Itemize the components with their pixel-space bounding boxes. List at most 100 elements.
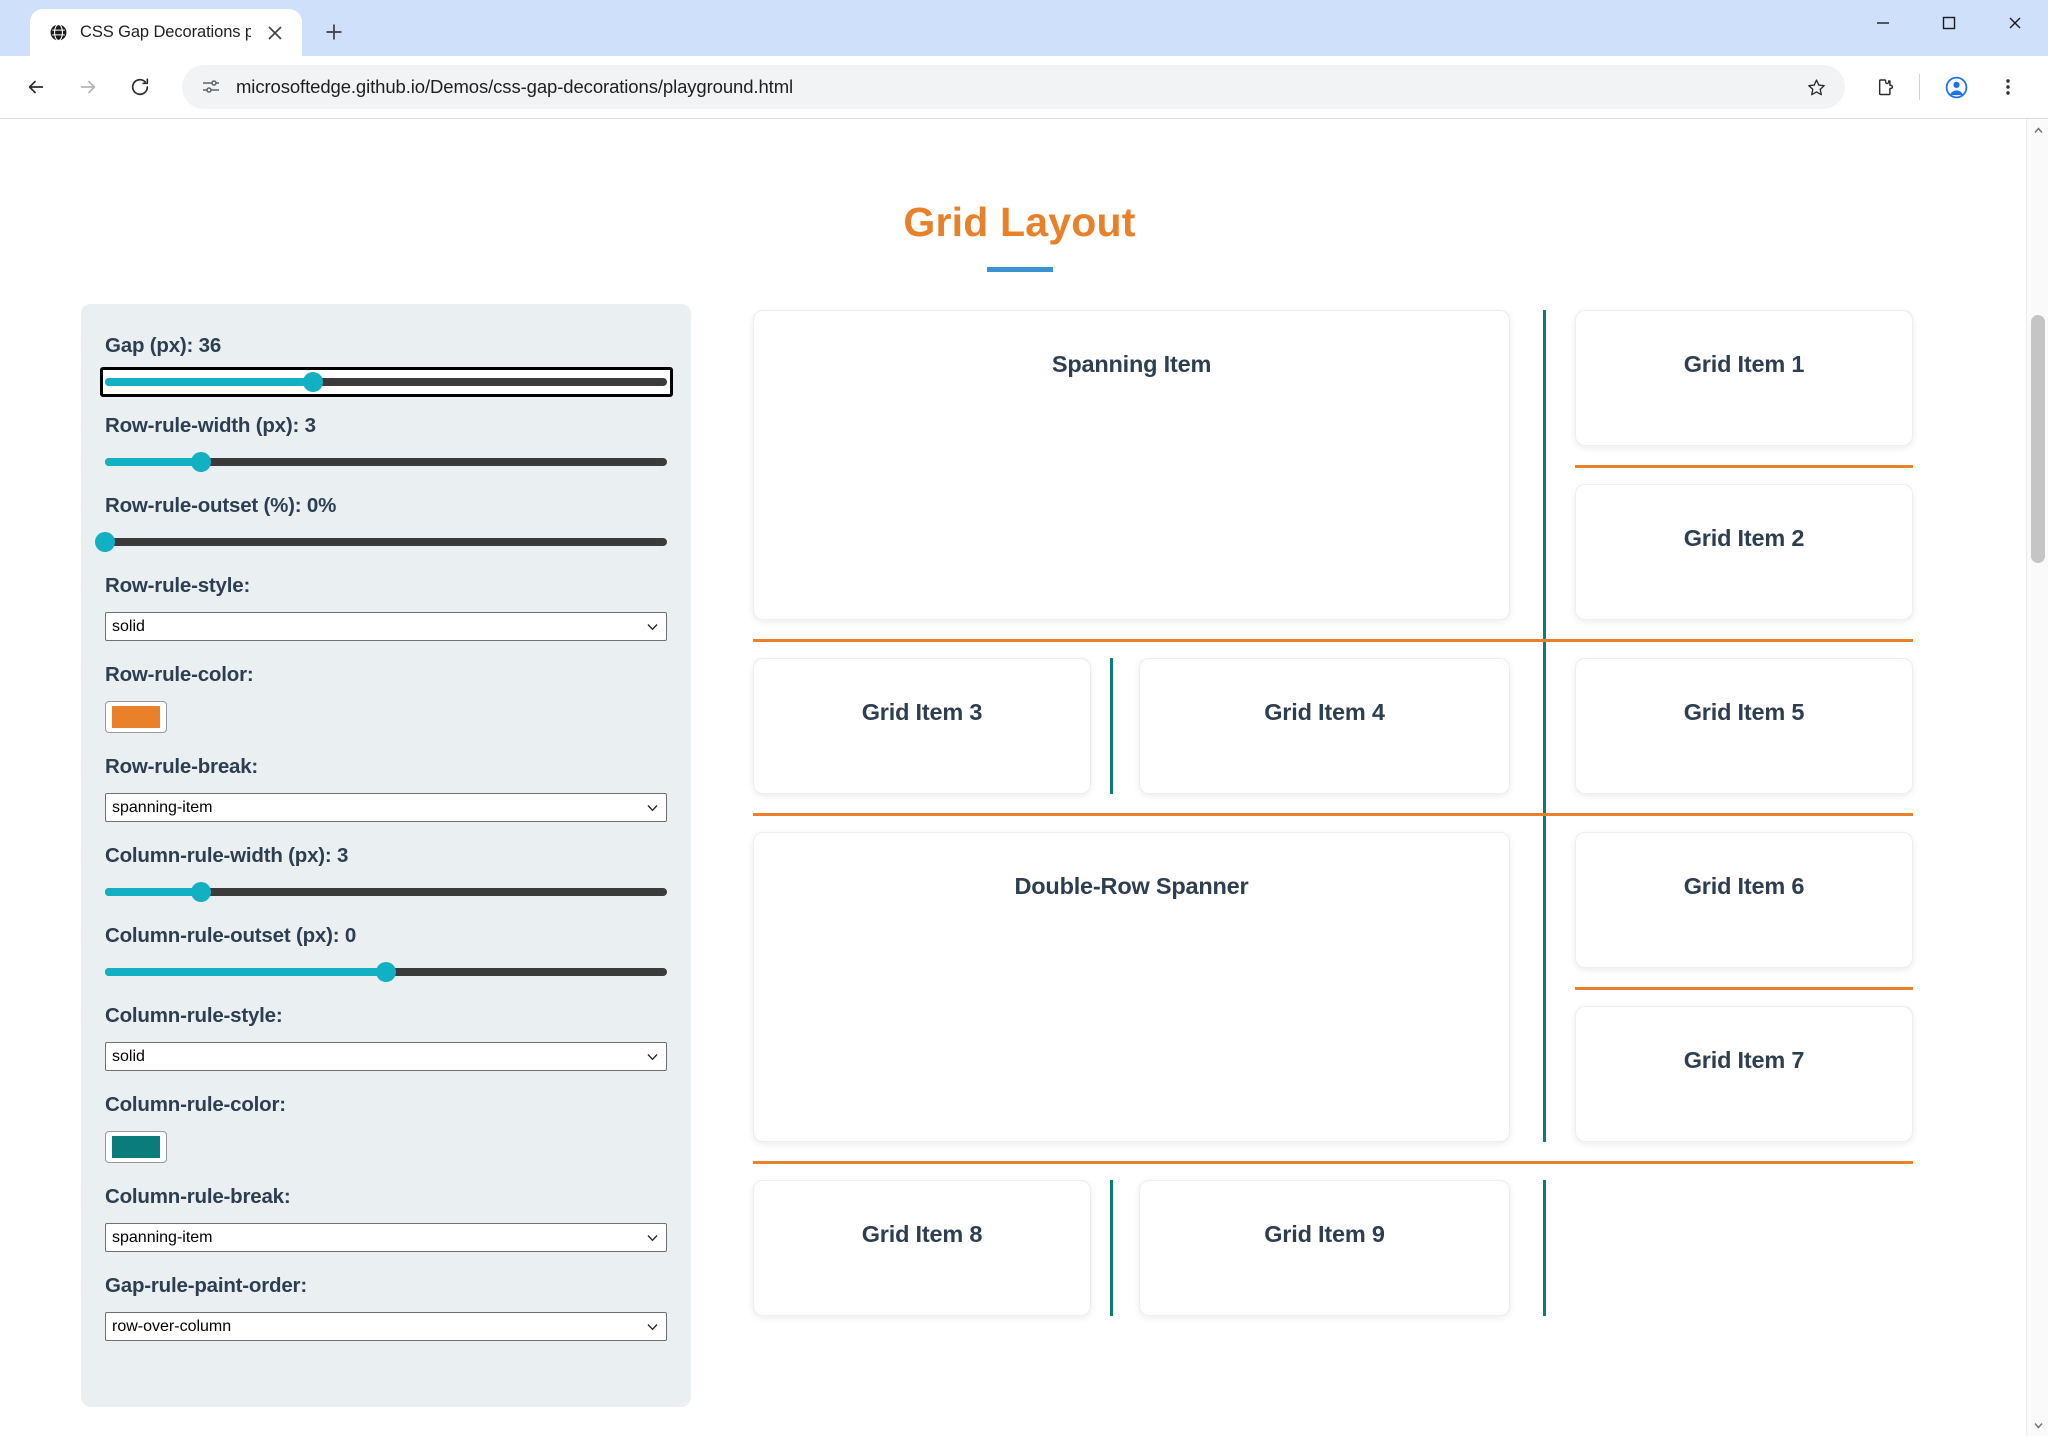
gap-slider-thumb[interactable] [302, 372, 323, 392]
page-viewport: Grid Layout Gap (px): 36 Row-rule-width (… [0, 118, 2048, 1436]
column-rule-color-swatch-fill [112, 1136, 160, 1158]
close-icon[interactable] [262, 20, 288, 46]
column-rule [1110, 658, 1113, 794]
row-rule-color-swatch[interactable] [105, 701, 167, 733]
grid-item-7: Grid Item 7 [1575, 1006, 1913, 1142]
forward-arrow-icon[interactable] [64, 63, 112, 111]
back-arrow-icon[interactable] [12, 63, 60, 111]
gap-rule-paint-order-select[interactable]: row-over-column [105, 1312, 667, 1341]
row-rule-width-label: Row-rule-width (px): 3 [105, 414, 316, 437]
chevron-up-icon[interactable] [2027, 119, 2048, 141]
toolbar-right-actions [1859, 63, 2032, 111]
row-rule-style-select-value: solid [112, 617, 145, 635]
column-rule-outset-slider-track[interactable] [105, 962, 667, 982]
row-rule-width-slider-fill [105, 458, 201, 466]
column-rule [1110, 1180, 1113, 1316]
column-rule-color-swatch[interactable] [105, 1131, 167, 1163]
control-row-rule-break: Row-rule-break: spanning-item [105, 755, 667, 822]
row-rule-width-slider-track[interactable] [105, 452, 667, 472]
toolbar-divider [1919, 74, 1920, 100]
column-rule-style-label: Column-rule-style: [105, 1004, 283, 1027]
column-rule-break-select[interactable]: spanning-item [105, 1223, 667, 1252]
column-rule-outset-slider-fill [105, 968, 386, 976]
control-row-rule-width: Row-rule-width (px): 3 [105, 414, 667, 472]
three-dot-menu-icon[interactable] [1984, 63, 2032, 111]
column-rule-outset-slider[interactable] [105, 962, 667, 982]
row-rule-break-select-value: spanning-item [112, 798, 213, 816]
row-rule-width-slider-thumb[interactable] [190, 452, 211, 472]
row-rule-width-slider[interactable] [105, 452, 667, 472]
row-rule-break-select[interactable]: spanning-item [105, 793, 667, 822]
column-rule-width-slider-fill [105, 888, 201, 896]
column-rule-color-label: Column-rule-color: [105, 1093, 286, 1116]
control-row-rule-color: Row-rule-color: [105, 663, 667, 733]
chevron-down-icon [644, 1230, 660, 1246]
browser-tab[interactable]: CSS Gap Decorations playground [30, 9, 302, 56]
column-rule-outset-label: Column-rule-outset (px): 0 [105, 924, 357, 947]
page-scrollbar[interactable] [2026, 119, 2048, 1436]
gap-rule-paint-order-select-value: row-over-column [112, 1317, 232, 1335]
scrollbar-thumb[interactable] [2031, 315, 2045, 563]
chevron-down-icon [644, 800, 660, 816]
row-rule-outset-slider[interactable] [95, 532, 667, 552]
row-rule-outset-slider-thumb[interactable] [95, 532, 115, 552]
row-rule [753, 639, 1913, 642]
globe-icon [48, 22, 69, 43]
spanning-item: Spanning Item [753, 310, 1510, 620]
star-icon[interactable] [1797, 68, 1835, 106]
chevron-down-icon[interactable] [2027, 1414, 2048, 1436]
maximize-icon[interactable] [1916, 0, 1982, 45]
site-settings-icon[interactable] [198, 74, 224, 100]
column-rule-width-slider[interactable] [105, 882, 667, 902]
grid-item-8: Grid Item 8 [753, 1180, 1091, 1316]
column-rule-style-select[interactable]: solid [105, 1042, 667, 1071]
row-rule-outset-label: Row-rule-outset (%): 0% [105, 494, 337, 517]
grid-item-4: Grid Item 4 [1139, 658, 1510, 794]
reload-icon[interactable] [116, 63, 164, 111]
column-rule-outset-slider-thumb[interactable] [376, 962, 396, 982]
column-rule [1543, 310, 1546, 1142]
row-rule-style-label: Row-rule-style: [105, 574, 251, 597]
address-bar[interactable]: microsoftedge.github.io/Demos/css-gap-de… [182, 65, 1845, 109]
minimize-icon[interactable] [1850, 0, 1916, 45]
window-close-icon[interactable] [1982, 0, 2048, 45]
window-controls [1850, 0, 2048, 45]
control-row-rule-style: Row-rule-style: solid [105, 574, 667, 641]
control-column-rule-width: Column-rule-width (px): 3 [105, 844, 667, 902]
double-row-spanner: Double-Row Spanner [753, 832, 1510, 1142]
row-rule-color-label: Row-rule-color: [105, 663, 254, 686]
row-rule-break-label: Row-rule-break: [105, 755, 259, 778]
row-rule-style-select[interactable]: solid [105, 612, 667, 641]
new-tab-button[interactable] [312, 10, 356, 54]
control-gap: Gap (px): 36 [100, 334, 673, 397]
control-column-rule-style: Column-rule-style: solid [105, 1004, 667, 1071]
grid-item-1: Grid Item 1 [1575, 310, 1913, 446]
column-rule-break-label: Column-rule-break: [105, 1185, 291, 1208]
column-rule-width-label: Column-rule-width (px): 3 [105, 844, 349, 867]
column-rule-width-slider-track[interactable] [105, 882, 667, 902]
chevron-down-icon [644, 1319, 660, 1335]
column-rule-width-slider-thumb[interactable] [190, 882, 211, 902]
gap-slider[interactable] [100, 367, 673, 397]
column-rule [1543, 1180, 1546, 1316]
gap-slider-fill [105, 378, 313, 386]
profile-avatar-icon[interactable] [1932, 63, 1980, 111]
control-column-rule-outset: Column-rule-outset (px): 0 [105, 924, 667, 982]
chevron-down-icon [644, 619, 660, 635]
tab-title: CSS Gap Decorations playground [80, 23, 251, 41]
row-rule-outset-slider-track[interactable] [95, 532, 667, 552]
grid-item-6: Grid Item 6 [1575, 832, 1913, 968]
web-page: Grid Layout Gap (px): 36 Row-rule-width (… [0, 119, 2026, 1436]
row-rule [753, 813, 1913, 816]
grid-item-3: Grid Item 3 [753, 658, 1091, 794]
grid-item-5: Grid Item 5 [1575, 658, 1913, 794]
gap-slider-track[interactable] [105, 372, 667, 392]
extensions-puzzle-icon[interactable] [1859, 63, 1907, 111]
column-rule-style-select-value: solid [112, 1047, 145, 1065]
gap-label: Gap (px): 36 [105, 334, 222, 357]
page-title: Grid Layout [903, 199, 1136, 245]
column-rule-break-select-value: spanning-item [112, 1228, 213, 1246]
